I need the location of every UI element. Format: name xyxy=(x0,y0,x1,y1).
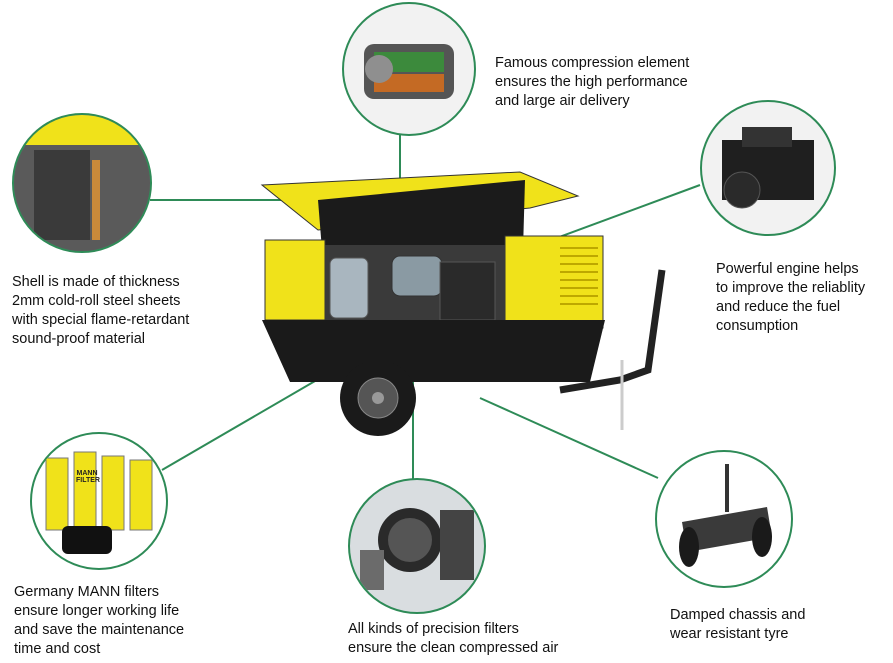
line-chassis xyxy=(479,397,659,479)
air-tank xyxy=(329,257,369,319)
precision-filters-image xyxy=(348,478,486,614)
tow-bar xyxy=(559,269,666,394)
left-panel xyxy=(264,239,326,321)
filter-label: MANN FILTER xyxy=(76,470,100,484)
compression-element-image xyxy=(342,2,476,136)
caption-engine: Powerful engine helps to improve the rel… xyxy=(716,261,866,334)
right-panel xyxy=(504,235,604,329)
shell-image xyxy=(12,113,152,253)
chassis-image xyxy=(655,450,793,588)
caption-chassis: Damped chassis and wear resistant tyre xyxy=(670,607,806,642)
mann-filters-image: MANN FILTER xyxy=(30,432,168,570)
caption-compression: Famous compression element ensures the h… xyxy=(495,55,690,109)
engine-image xyxy=(700,100,836,236)
caption-precision: All kinds of precision filters ensure th… xyxy=(348,621,559,656)
caption-shell: Shell is made of thickness 2mm cold-roll… xyxy=(12,274,190,347)
caption-mann: Germany MANN filters ensure longer worki… xyxy=(14,584,185,657)
black-base xyxy=(262,320,605,382)
